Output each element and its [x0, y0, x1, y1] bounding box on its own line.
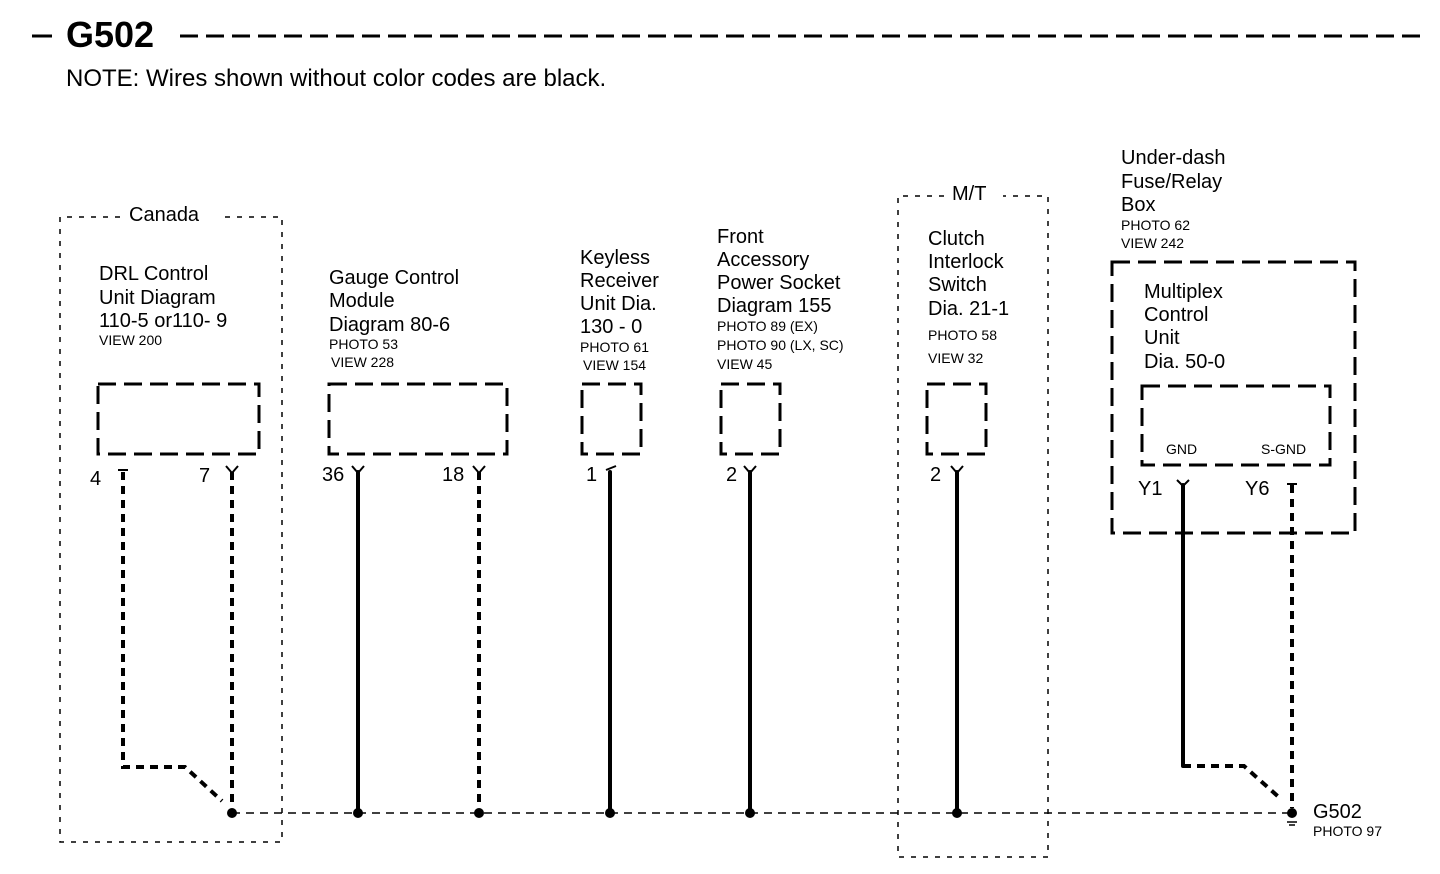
wires — [121, 470, 1294, 814]
underdash-outer-box — [1110, 260, 1357, 535]
multiplex-line-4: Dia. 50-0 — [1144, 351, 1225, 373]
drl-connector-box — [96, 382, 261, 456]
gauge-ref-1: PHOTO 53 — [329, 336, 398, 352]
front-line-2: Accessory — [717, 249, 809, 271]
terminal-mark-keyless-1 — [605, 465, 617, 471]
mt-region: M/T — [897, 183, 1049, 858]
gauge-line-1: Gauge Control — [329, 267, 459, 289]
page-title: G502 — [66, 14, 154, 55]
splice-drl — [227, 808, 237, 818]
splice-clutch — [952, 808, 962, 818]
underdash-line-2: Fuse/Relay — [1121, 171, 1222, 193]
front-line-3: Power Socket — [717, 272, 841, 294]
underdash-ref-2: VIEW 242 — [1121, 235, 1184, 251]
terminal-mark-clutch-2 — [950, 465, 964, 475]
splice-front — [745, 808, 755, 818]
ground-symbol — [1287, 821, 1297, 826]
canada-region: Canada — [59, 204, 283, 843]
ground-label: G502 — [1313, 801, 1362, 823]
gauge-pin-36: 36 — [322, 464, 344, 486]
terminal-mark-front-2 — [743, 465, 757, 475]
multiplex-line-1: Multiplex — [1144, 281, 1223, 303]
keyless-line-3: Unit Dia. — [580, 293, 657, 315]
keyless-ref-1: PHOTO 61 — [580, 339, 649, 355]
canada-label: Canada — [129, 204, 200, 226]
note-text: NOTE: Wires shown without color codes ar… — [66, 65, 606, 92]
wire-drl-pin-4 — [121, 472, 224, 803]
clutch-ref-1: PHOTO 58 — [928, 327, 997, 343]
drl-ref-1: VIEW 200 — [99, 332, 162, 348]
keyless-line-1: Keyless — [580, 247, 650, 269]
ground-ref: PHOTO 97 — [1313, 823, 1382, 839]
keyless-receiver-unit: Keyless Receiver Unit Dia. 130 - 0 PHOTO… — [580, 247, 659, 486]
multiplex-terminal-gnd: GND — [1166, 441, 1197, 457]
keyless-pin-1: 1 — [586, 464, 597, 486]
multiplex-pin-y6: Y6 — [1245, 478, 1269, 500]
splice-gauge-36 — [353, 808, 363, 818]
drl-pin-7: 7 — [199, 465, 210, 487]
clutch-connector-box — [925, 382, 988, 456]
front-ref-1: PHOTO 89 (EX) — [717, 318, 818, 334]
gauge-ref-2: VIEW 228 — [331, 354, 394, 370]
keyless-line-4: 130 - 0 — [580, 316, 642, 338]
front-ref-2: PHOTO 90 (LX, SC) — [717, 337, 844, 353]
clutch-line-4: Dia. 21-1 — [928, 298, 1009, 320]
clutch-line-2: Interlock — [928, 251, 1005, 273]
gauge-line-3: Diagram 80-6 — [329, 314, 450, 336]
front-ref-3: VIEW 45 — [717, 356, 772, 372]
drl-pin-4: 4 — [90, 468, 101, 490]
underdash-fuse-relay-box: Under-dash Fuse/Relay Box PHOTO 62 VIEW … — [1110, 147, 1357, 535]
multiplex-pin-y1: Y1 — [1138, 478, 1162, 500]
terminal-mark-mux-y1 — [1176, 479, 1190, 488]
gauge-control-module: Gauge Control Module Diagram 80-6 PHOTO … — [322, 267, 509, 486]
front-connector-box — [719, 382, 782, 456]
mt-label: M/T — [952, 183, 986, 205]
gauge-pin-18: 18 — [442, 464, 464, 486]
clutch-interlock-switch: Clutch Interlock Switch Dia. 21-1 PHOTO … — [925, 228, 1009, 486]
drl-line-1: DRL Control — [99, 263, 208, 285]
splice-keyless — [605, 808, 615, 818]
front-line-4: Diagram 155 — [717, 295, 832, 317]
multiplex-connector-box — [1140, 384, 1332, 467]
gauge-line-2: Module — [329, 290, 395, 312]
clutch-pin-2: 2 — [930, 464, 941, 486]
terminal-mark-gauge-18 — [472, 465, 486, 475]
terminal-mark-drl-7 — [225, 465, 239, 475]
front-pin-2: 2 — [726, 464, 737, 486]
wire-multiplex-y1-dash — [1183, 764, 1284, 802]
splice-points — [227, 808, 1297, 818]
multiplex-terminal-sgnd: S-GND — [1261, 441, 1306, 457]
terminal-marks — [118, 465, 1297, 488]
clutch-ref-2: VIEW 32 — [928, 350, 983, 366]
front-accessory-power-socket: Front Accessory Power Socket Diagram 155… — [717, 226, 844, 486]
multiplex-line-3: Unit — [1144, 327, 1180, 349]
drl-control-unit: DRL Control Unit Diagram 110-5 or110- 9 … — [90, 263, 261, 490]
splice-gauge-18 — [474, 808, 484, 818]
ground-point-g502 — [1287, 808, 1297, 818]
clutch-line-1: Clutch — [928, 228, 985, 250]
clutch-line-3: Switch — [928, 274, 987, 296]
front-line-1: Front — [717, 226, 764, 248]
keyless-line-2: Receiver — [580, 270, 659, 292]
drl-line-3: 110-5 or110- 9 — [99, 310, 227, 332]
underdash-ref-1: PHOTO 62 — [1121, 217, 1190, 233]
underdash-line-1: Under-dash — [1121, 147, 1226, 169]
underdash-line-3: Box — [1121, 194, 1155, 216]
multiplex-control-unit: Multiplex Control Unit Dia. 50-0 GND S-G… — [1138, 281, 1332, 500]
drl-line-2: Unit Diagram — [99, 287, 216, 309]
multiplex-line-2: Control — [1144, 304, 1208, 326]
keyless-connector-box — [580, 382, 643, 456]
gauge-connector-box — [327, 382, 509, 456]
terminal-mark-gauge-36 — [351, 465, 365, 475]
keyless-ref-2: VIEW 154 — [583, 357, 646, 373]
